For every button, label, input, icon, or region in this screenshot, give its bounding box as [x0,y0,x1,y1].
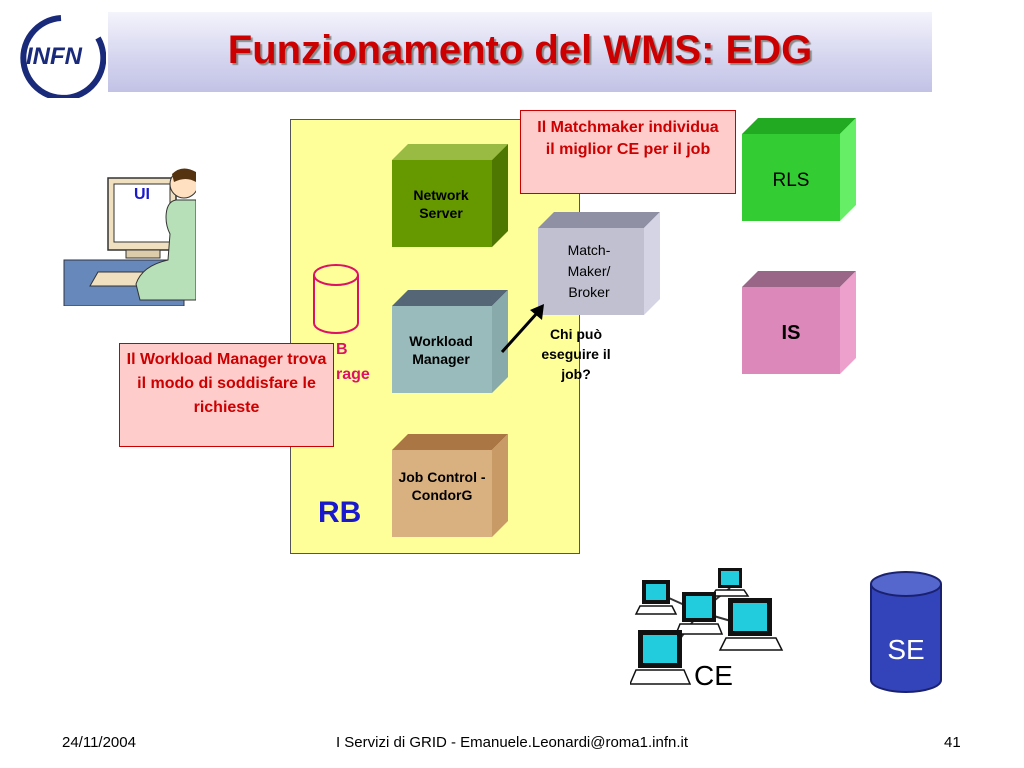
title-bar [108,12,932,92]
job-control-label: Job Control - CondorG [398,469,486,503]
workload-manager-box [392,290,508,393]
storage-label-part-1: B [336,341,348,358]
infn-logo: INFN [6,8,107,101]
logo-text: INFN [26,43,83,70]
se-cylinder-icon [869,570,943,694]
job-control-box [392,434,508,537]
rb-label: RB [318,496,362,529]
is-box [742,271,856,374]
ce-computers-illustration [628,564,796,694]
network-server-box [392,144,508,247]
ui-computer-illustration [60,160,199,307]
workload-manager-label: Workload Manager [409,333,473,367]
arrow-wm-to-matchmaker [498,300,548,356]
se-label: SE [887,634,925,665]
footer-date: 24/11/2004 [62,734,136,751]
is-label: IS [781,322,801,344]
footer-center-text: I Servizi di GRID - Emanuele.Leonardi@ro… [335,734,689,751]
storage-cylinder-icon [312,263,360,335]
page-number: 41 [944,734,961,751]
network-server-label: Network Server [413,187,469,221]
rls-label: RLS [772,170,810,191]
ui-label: UI [134,186,150,203]
matchmaker-label: Match- Maker/ Broker [567,242,611,300]
storage-label-part-2: rage [336,366,370,383]
slide-title: Funzionamento del WMS: EDG [227,28,813,72]
ce-label: CE [694,660,733,691]
rls-box [742,118,856,221]
question-text: Chi può eseguire il job? [541,326,611,382]
matchmaker-box [538,212,660,315]
matchmaker-note: Il Matchmaker individua il miglior CE pe… [520,110,736,194]
workload-note: Il Workload Manager trova il modo di sod… [119,343,334,447]
